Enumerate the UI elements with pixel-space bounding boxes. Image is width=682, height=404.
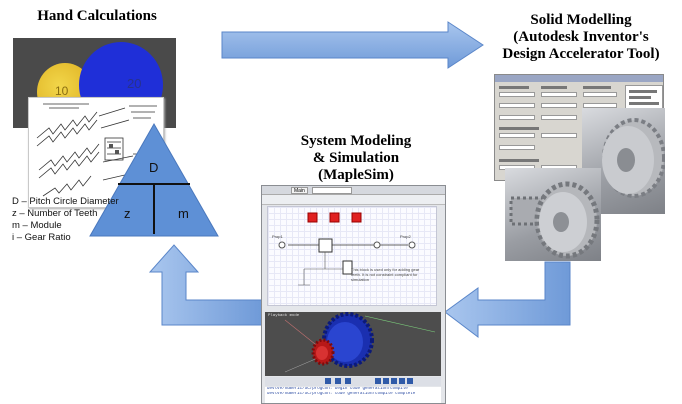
playback-control-button[interactable] [375, 378, 381, 384]
gear-image-2 [509, 181, 600, 259]
legend-item: i – Gear Ratio [12, 232, 71, 243]
gold-coin-value: 10 [55, 84, 69, 98]
model-canvas[interactable]: Prop1 Prop2 This block is used only for … [267, 206, 437, 306]
gear-image-1 [602, 118, 665, 198]
play-button[interactable] [325, 378, 331, 384]
playback-control-button[interactable] [345, 378, 351, 384]
solid-modelling-title: Solid Modelling (Autodesk Inventor's Des… [486, 12, 676, 63]
red-component-3[interactable] [351, 212, 362, 223]
prop2-label: Prop2 [400, 234, 411, 239]
model-diagram [278, 212, 416, 286]
view-selector[interactable] [312, 187, 352, 194]
prop1-port[interactable] [278, 241, 286, 249]
model-note: This block is used only for adding gear … [351, 267, 420, 282]
playback-control-button[interactable] [391, 378, 397, 384]
maplesim-toolbar [262, 195, 445, 205]
playback-control-button[interactable] [383, 378, 389, 384]
system-title-line3: (MapleSim) [318, 167, 394, 183]
arrow-solid-to-system [444, 261, 571, 339]
system-title-line2: & Simulation [312, 150, 400, 166]
playback-control-button[interactable] [335, 378, 341, 384]
gear-block[interactable] [318, 238, 333, 253]
arrow-hand-to-solid [221, 21, 484, 69]
formula-triangle: D z m [88, 122, 220, 238]
prop2-port[interactable] [408, 241, 416, 249]
playback-toolbar [265, 377, 441, 386]
solid-title-line3: Design Accelerator Tool) [502, 46, 660, 62]
formula-triangle-shape [89, 122, 219, 237]
triangle-right-symbol: m [178, 206, 189, 221]
red-component-2[interactable] [329, 212, 340, 223]
console-line: devlve/numeric/SC/progcon: code generati… [267, 392, 416, 396]
system-title-line1: System Modeling [300, 133, 412, 149]
legend-item: D – Pitch Circle Diameter [12, 196, 119, 207]
playback-control-button[interactable] [399, 378, 405, 384]
gear-render-1 [582, 108, 665, 214]
gear-render-2 [505, 168, 601, 261]
playback-control-button[interactable] [407, 378, 413, 384]
playback-mode-label: Playback mode [268, 314, 300, 318]
prop1-label: Prop1 [272, 234, 283, 239]
triangle-left-symbol: z [124, 206, 131, 221]
red-component-1[interactable] [307, 212, 318, 223]
3d-gear-render [284, 312, 436, 373]
maplesim-menubar: Main [262, 186, 445, 195]
symbol-legend: D – Pitch Circle Diameter z – Number of … [12, 196, 119, 244]
solid-title-line1: Solid Modelling [530, 12, 632, 28]
gear-sketch-drawing [36, 103, 157, 197]
console-line: devlve/numeric/SC/progcon: begin code ge… [267, 387, 408, 391]
solid-title-line2: (Autodesk Inventor's [513, 29, 649, 45]
main-button[interactable]: Main [291, 187, 308, 194]
legend-item: z – Number of Teeth [12, 208, 98, 219]
3d-view[interactable]: Playback mode [265, 312, 441, 376]
inventor-titlebar [495, 75, 663, 82]
blue-coin-value: 20 [127, 76, 142, 91]
maplesim-window: Main Prop1 Prop2 This block is used only… [261, 185, 446, 404]
console-output: devlve/numeric/SC/progcon: begin code ge… [265, 387, 441, 403]
hand-calculations-title: Hand Calculations [37, 8, 157, 24]
arrow-system-to-hand [148, 244, 263, 326]
triangle-top-symbol: D [149, 160, 159, 175]
legend-item: m – Module [12, 220, 62, 231]
system-modeling-title: System Modeling & Simulation (MapleSim) [283, 133, 429, 184]
annotation-block[interactable] [342, 260, 353, 275]
